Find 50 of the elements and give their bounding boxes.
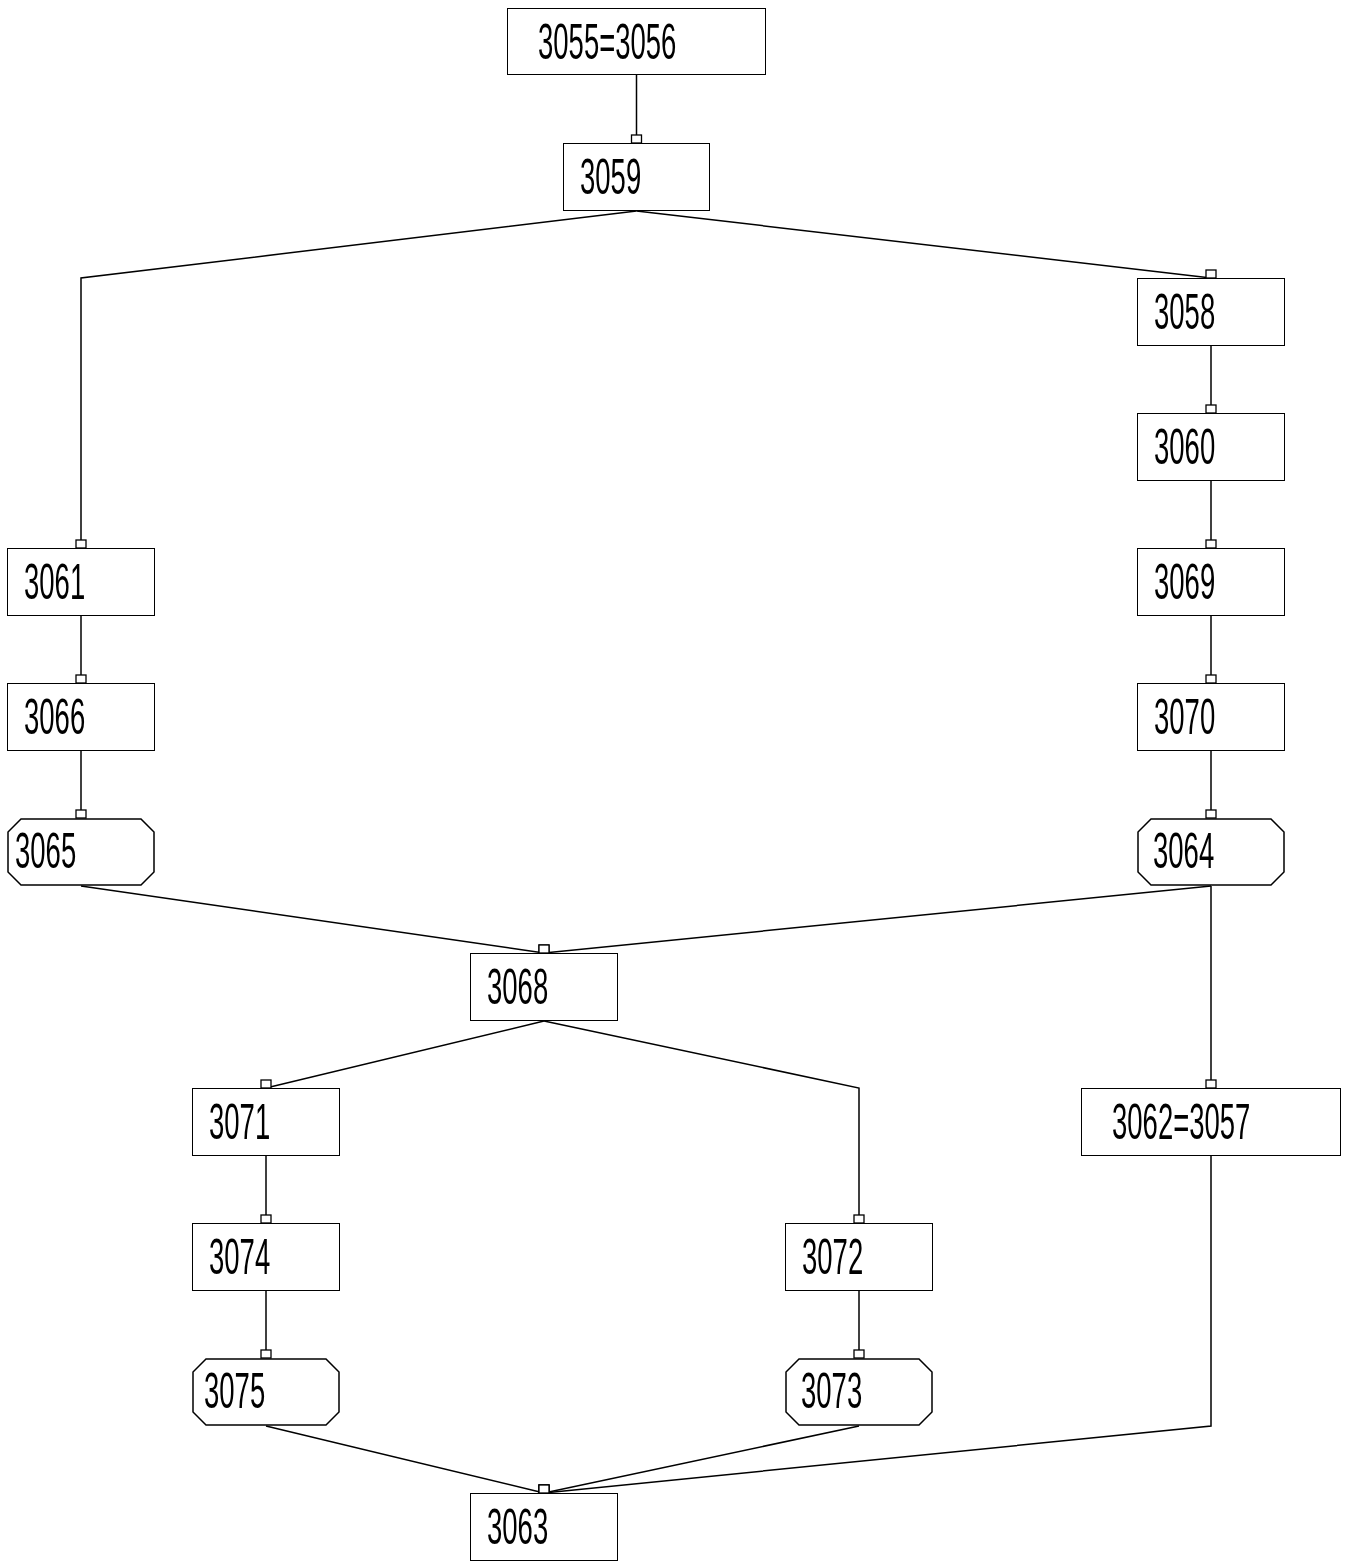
- context-box: [7, 683, 155, 751]
- context-box: [470, 953, 618, 1021]
- connector-line: [538, 1155, 1212, 1494]
- connector-line: [75, 615, 87, 684]
- connector-line: [1205, 885, 1217, 1089]
- context-box: [563, 143, 710, 211]
- connector-line: [1205, 750, 1217, 819]
- context-box: [7, 548, 155, 616]
- octagon-box: [192, 1358, 340, 1426]
- context-box: [1137, 548, 1285, 616]
- context-number: 3072: [802, 1230, 864, 1284]
- context-number: 3073: [801, 1364, 863, 1418]
- octagon-box: [7, 818, 155, 886]
- context-box: [507, 8, 766, 75]
- connector-line: [75, 750, 87, 819]
- context-number: 3064: [1153, 824, 1215, 878]
- context-number: 3071: [209, 1095, 271, 1149]
- connector-line: [853, 1290, 865, 1359]
- context-box: [785, 1223, 933, 1291]
- context-box: [1081, 1088, 1341, 1156]
- context-number: 3070: [1154, 690, 1216, 744]
- connector-line: [1205, 480, 1217, 549]
- context-number: 3061: [24, 555, 86, 609]
- context-number: 3068: [487, 960, 549, 1014]
- octagon-box: [785, 1358, 933, 1426]
- context-number: 3062=3057: [1112, 1095, 1251, 1149]
- context-number: 3075: [204, 1364, 266, 1418]
- context-number: 3069: [1154, 555, 1216, 609]
- context-number: 3066: [24, 690, 86, 744]
- connector-line: [260, 1020, 545, 1089]
- context-number: 3063: [487, 1500, 549, 1554]
- octagon-box: [1137, 818, 1285, 886]
- context-box: [1137, 413, 1285, 481]
- connector-line: [543, 1020, 865, 1224]
- context-box: [192, 1088, 340, 1156]
- context-box: [1137, 278, 1285, 346]
- connector-line: [1205, 615, 1217, 684]
- context-number: 3058: [1154, 285, 1216, 339]
- context-number: 3065: [15, 824, 77, 878]
- context-number: 3060: [1154, 420, 1216, 474]
- context-number: 3055=3056: [538, 15, 677, 69]
- context-box: [1137, 683, 1285, 751]
- context-box: [192, 1223, 340, 1291]
- connector-line: [260, 1290, 272, 1359]
- context-box: [470, 1493, 618, 1561]
- connector-line: [260, 1155, 272, 1224]
- context-number: 3059: [580, 150, 642, 204]
- connector-line: [1205, 345, 1217, 414]
- connector-line: [630, 74, 643, 144]
- context-number: 3074: [209, 1230, 271, 1284]
